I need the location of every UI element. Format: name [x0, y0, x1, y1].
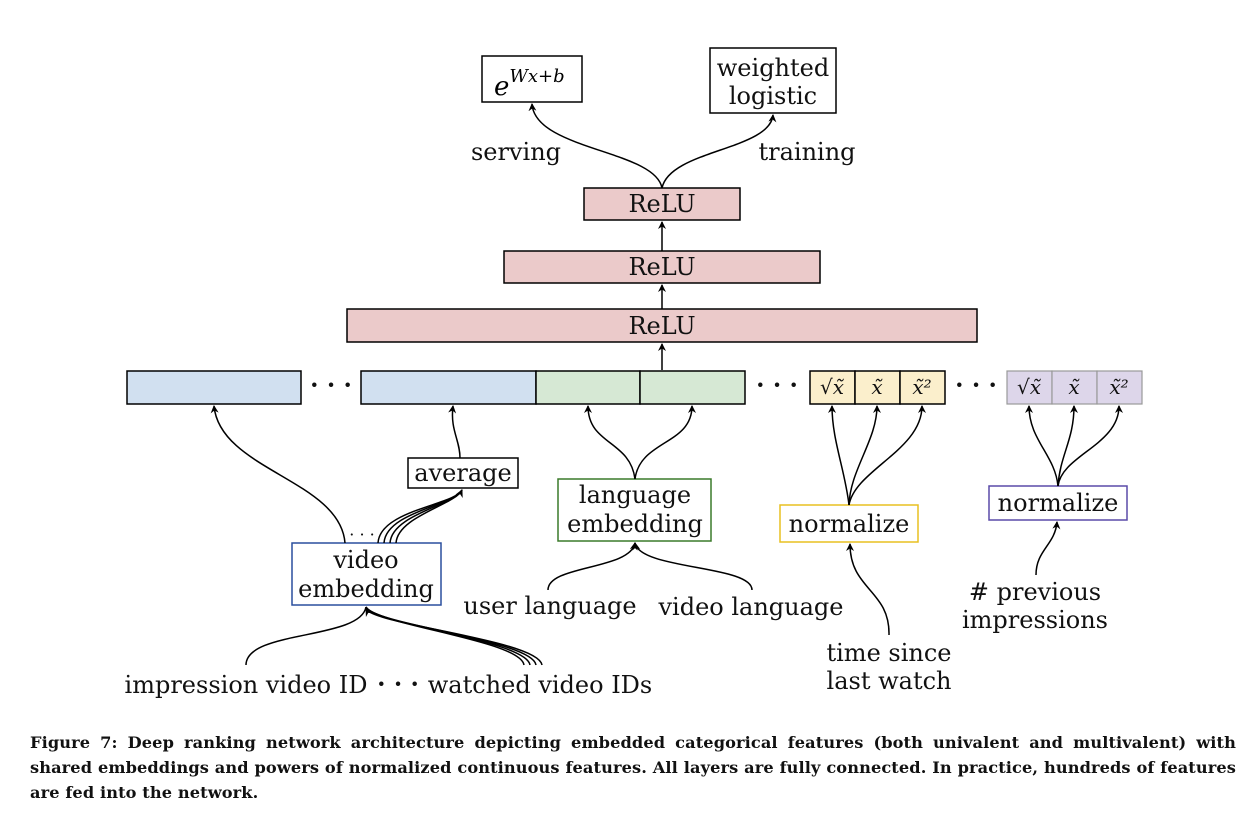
- impression-video-id-label: impression video ID: [125, 671, 368, 699]
- time-square-cell: [899, 370, 946, 405]
- language-embedding-line1: language: [579, 481, 691, 509]
- impression-video-embedding-cell: [126, 370, 302, 405]
- arrow-normalize-imp-to-sqrt: [1025, 405, 1059, 487]
- impressions-linear-label: x̃: [1068, 375, 1080, 399]
- language-embedding-box: [557, 478, 712, 542]
- relu-layer-1: [346, 308, 978, 343]
- video-embedding-dots: · · ·: [349, 525, 374, 544]
- serving-label: serving: [471, 138, 561, 166]
- watched-video-average-cell: [360, 370, 537, 405]
- arrow-average-to-cell: [448, 405, 461, 459]
- serving-output-box: [481, 55, 583, 103]
- arrow-impression-id-to-video-embedding: [245, 606, 367, 666]
- serving-formula-exponent: Wx+b: [509, 66, 564, 87]
- ellipsis-1: · · ·: [310, 370, 352, 399]
- video-language-label: video language: [657, 593, 843, 621]
- arrow-video-embedding-to-average-4: [395, 489, 463, 544]
- arrow-normalize-imp-to-square: [1057, 405, 1123, 487]
- serving-formula-base: e: [494, 72, 509, 102]
- time-since-line1: time since: [826, 639, 951, 667]
- video-language-embedding-cell: [639, 370, 746, 405]
- arrow-language-to-video-cell: [634, 405, 696, 480]
- training-output-line2: logistic: [729, 82, 817, 110]
- impressions-sqrt-label: √x̃: [1017, 375, 1042, 399]
- arrow-video-embedding-to-impression-cell: [210, 405, 346, 544]
- relu-layer-1-label: ReLU: [628, 312, 695, 340]
- average-box: [407, 457, 519, 489]
- training-branch: [661, 114, 777, 189]
- watched-video-ids-label: watched video IDs: [428, 671, 653, 699]
- normalize-impressions-label: normalize: [998, 489, 1119, 517]
- previous-impressions-line1: # previous: [969, 578, 1101, 606]
- relu-layer-3: [583, 187, 741, 221]
- impressions-square-label: x̃²: [1109, 375, 1128, 399]
- arrow-time-since-input: [846, 543, 890, 636]
- arrow-watched-ids-to-video-embedding-4: [365, 608, 543, 666]
- training-label: training: [758, 138, 855, 166]
- time-square-label: x̃²: [912, 375, 931, 399]
- impressions-square-cell: [1096, 370, 1143, 405]
- relu-layer-3-label: ReLU: [628, 190, 695, 218]
- time-sqrt-label: √x̃: [820, 375, 845, 399]
- arrow-user-language-input: [547, 542, 638, 591]
- arrow-normalize-time-to-sqrt: [828, 405, 850, 506]
- input-ellipsis: · · ·: [377, 669, 419, 698]
- normalize-time-label: normalize: [789, 510, 910, 538]
- arrow-language-to-user-cell: [584, 405, 636, 480]
- arrow-normalize-imp-to-linear: [1057, 405, 1078, 487]
- arrow-normalize-time-to-square: [848, 405, 926, 506]
- user-language-label: user language: [463, 592, 636, 620]
- arrow-normalize-time-to-linear: [848, 405, 881, 506]
- figure-caption: Figure 7: Deep ranking network architect…: [30, 733, 1236, 802]
- impressions-linear-cell: [1051, 370, 1098, 405]
- user-language-embedding-cell: [535, 370, 641, 405]
- training-output-box: [709, 47, 837, 114]
- ellipsis-2: · · ·: [756, 370, 798, 399]
- relu-layer-2-label: ReLU: [628, 253, 695, 281]
- arrow-previous-impressions-input: [1035, 521, 1061, 576]
- impressions-sqrt-cell: [1006, 370, 1053, 405]
- serving-branch: [528, 103, 663, 189]
- ellipsis-3: · · ·: [955, 370, 997, 399]
- serving-formula: eWx+b: [494, 66, 565, 102]
- video-embedding-line1: video: [332, 546, 398, 574]
- average-label: average: [414, 459, 511, 487]
- language-embedding-line2: embedding: [567, 510, 703, 538]
- video-embedding-box: [291, 542, 442, 606]
- video-embedding-line2: embedding: [298, 575, 434, 603]
- previous-impressions-line2: impressions: [962, 606, 1108, 634]
- time-linear-cell: [854, 370, 901, 405]
- time-linear-label: x̃: [871, 375, 883, 399]
- training-output-line1: weighted: [717, 54, 829, 82]
- time-since-line2: last watch: [827, 667, 952, 695]
- arrow-video-language-input: [632, 542, 753, 591]
- relu-layer-2: [503, 250, 821, 284]
- normalize-time-box: [779, 504, 919, 543]
